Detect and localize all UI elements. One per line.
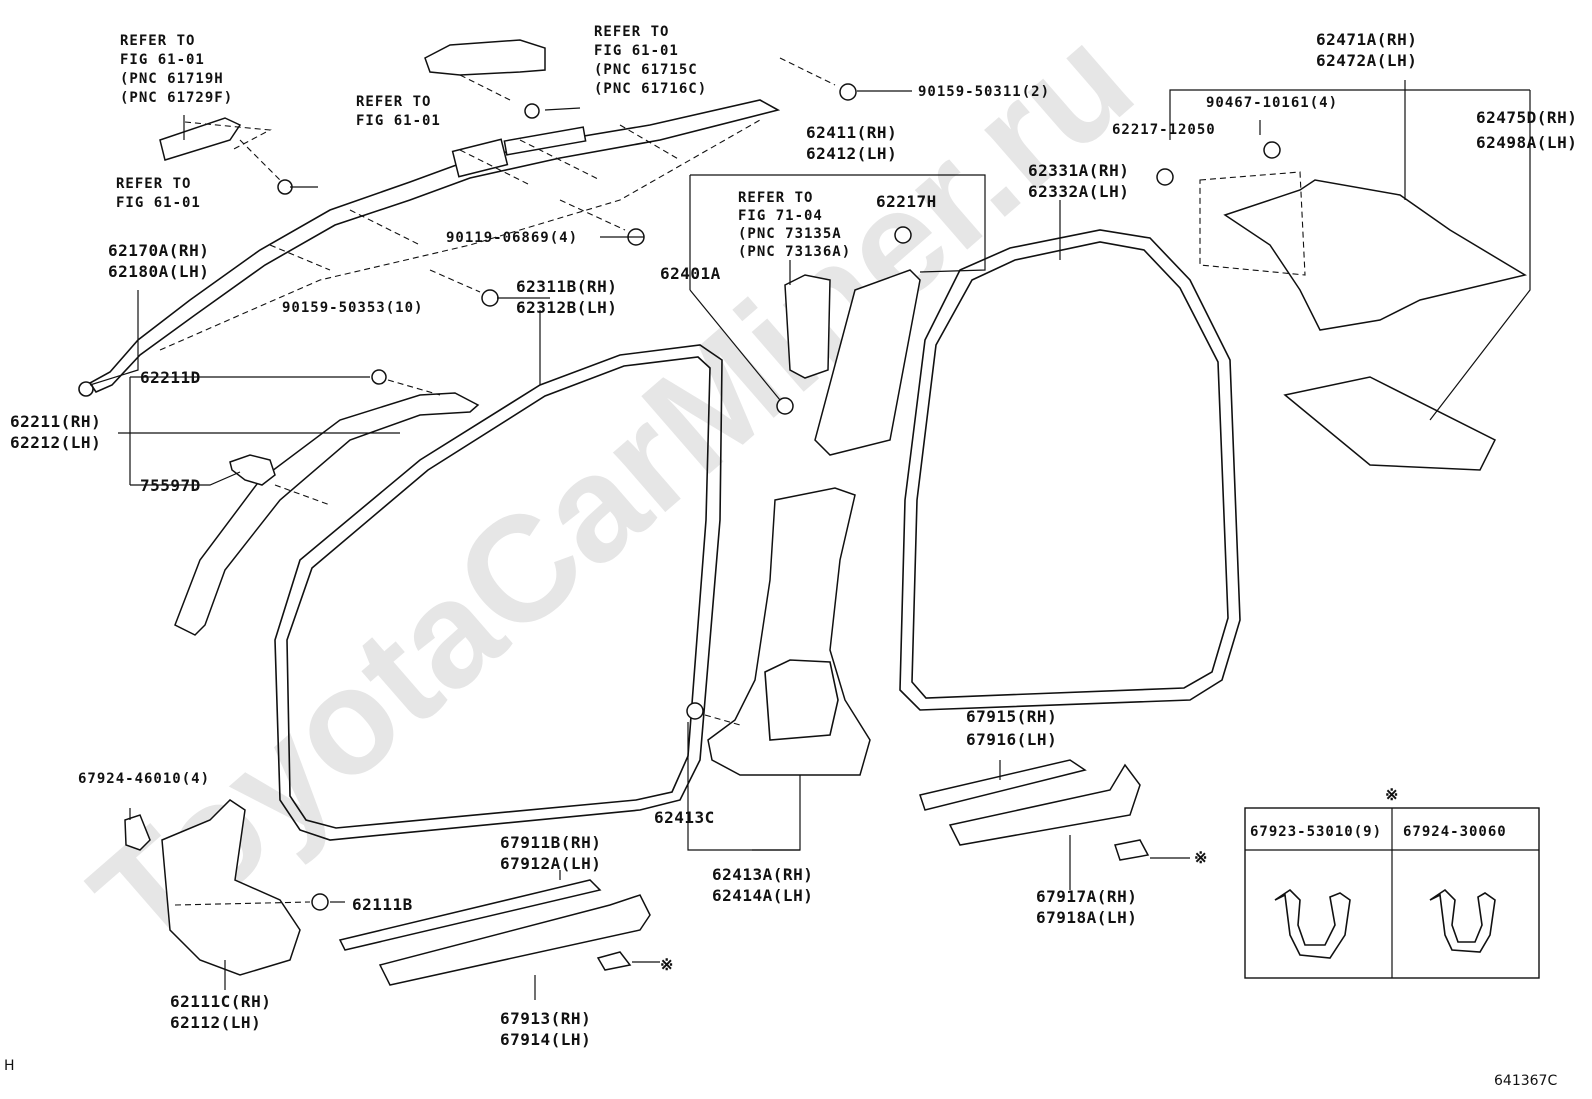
table-col1-header: 67923-53010(9) xyxy=(1250,824,1382,840)
ref-bracket-line3: (PNC 61715C xyxy=(594,62,698,78)
label-62311B: 62311B(RH) xyxy=(516,277,617,296)
label-62217H: 62217H xyxy=(876,192,937,211)
label-67924-46010: 67924-46010(4) xyxy=(78,771,210,787)
ref-trim-line3: (PNC 73135A xyxy=(738,226,842,242)
rear-door-weatherstrip xyxy=(899,229,1241,711)
label-62471A: 62471A(RH) xyxy=(1316,30,1417,49)
label-62180A: 62180A(LH) xyxy=(108,262,209,281)
label-90119-06869: 90119-06869(4) xyxy=(446,230,578,246)
labels: REFER TO FIG 61-01 (PNC 61719H (PNC 6172… xyxy=(10,24,1577,1049)
curtain-airbag xyxy=(78,99,781,397)
label-62414A: 62414A(LH) xyxy=(712,886,813,905)
ref-trim-line1: REFER TO xyxy=(738,190,813,206)
leader-lines xyxy=(89,80,1531,1000)
label-67916: 67916(LH) xyxy=(966,730,1057,749)
label-67912A: 67912A(LH) xyxy=(500,854,601,873)
label-90467-10161: 90467-10161(4) xyxy=(1206,95,1338,111)
corner-letter: H xyxy=(4,1058,15,1074)
label-62170A: 62170A(RH) xyxy=(108,241,209,260)
label-62111C: 62111C(RH) xyxy=(170,992,271,1011)
label-67918A: 67918A(LH) xyxy=(1036,908,1137,927)
front-scuff-plates xyxy=(338,879,651,986)
marker-table: ※ xyxy=(1385,785,1399,804)
ref-trim-line2: FIG 71-04 xyxy=(738,208,823,224)
label-62413C: 62413C xyxy=(654,808,715,827)
clip-67924-drawing xyxy=(1429,888,1496,953)
label-75597D: 75597D xyxy=(140,476,201,495)
b-pillar-upper xyxy=(776,226,921,456)
label-62401A: 62401A xyxy=(660,264,721,283)
label-62112: 62112(LH) xyxy=(170,1013,261,1032)
label-62475D: 62475D(RH) xyxy=(1476,108,1577,127)
label-62312B: 62312B(LH) xyxy=(516,298,617,317)
refer-bracket-top xyxy=(424,39,546,119)
ref-bolt-mid-line1: REFER TO xyxy=(356,94,431,110)
ref-bolt-left-line1: REFER TO xyxy=(116,176,191,192)
label-67917A: 67917A(RH) xyxy=(1036,887,1137,906)
ref-clip-line2: FIG 61-01 xyxy=(120,52,205,68)
label-62211D: 62211D xyxy=(140,368,201,387)
label-67914: 67914(LH) xyxy=(500,1030,591,1049)
ref-bracket-line2: FIG 61-01 xyxy=(594,43,679,59)
ref-bolt-left-line2: FIG 61-01 xyxy=(116,195,201,211)
label-62413A: 62413A(RH) xyxy=(712,865,813,884)
label-67913: 67913(RH) xyxy=(500,1009,591,1028)
ref-bracket-line1: REFER TO xyxy=(594,24,669,40)
ref-bolt-mid-line2: FIG 61-01 xyxy=(356,113,441,129)
marker-rear-clip: ※ xyxy=(1194,848,1208,867)
label-62498A: 62498A(LH) xyxy=(1476,133,1577,152)
rear-scuff-plates xyxy=(919,759,1150,861)
b-pillar-lower xyxy=(686,487,871,776)
cowl-side-trim xyxy=(124,799,329,976)
ref-bracket-line4: (PNC 61716C) xyxy=(594,81,707,97)
ref-trim-line4: (PNC 73136A) xyxy=(738,244,851,260)
label-90159-50311: 90159-50311(2) xyxy=(918,84,1050,100)
table-col2-header: 67924-30060 xyxy=(1403,824,1507,840)
label-62412: 62412(LH) xyxy=(806,144,897,163)
roof-side-trim xyxy=(1156,141,1527,471)
clip-table: 67923-53010(9) 67924-30060 xyxy=(1244,807,1540,979)
clip-67923-drawing xyxy=(1274,888,1351,959)
marker-front-clip: ※ xyxy=(660,955,674,974)
label-62472A: 62472A(LH) xyxy=(1316,51,1417,70)
label-62111B: 62111B xyxy=(352,895,413,914)
label-67915: 67915(RH) xyxy=(966,707,1057,726)
label-62411: 62411(RH) xyxy=(806,123,897,142)
refer-clip-bracket xyxy=(159,117,293,195)
ref-clip-line1: REFER TO xyxy=(120,33,195,49)
ref-clip-line3: (PNC 61719H xyxy=(120,71,224,87)
label-62211: 62211(RH) xyxy=(10,412,101,431)
label-62332A: 62332A(LH) xyxy=(1028,182,1129,201)
figure-code: 641367C xyxy=(1494,1073,1557,1089)
label-67911B: 67911B(RH) xyxy=(500,833,601,852)
label-62217-12050: 62217-12050 xyxy=(1112,122,1216,138)
ref-clip-line4: (PNC 61729F) xyxy=(120,90,233,106)
label-62331A: 62331A(RH) xyxy=(1028,161,1129,180)
a-pillar-trim xyxy=(174,369,480,636)
label-90159-50353: 90159-50353(10) xyxy=(282,300,423,316)
label-62212: 62212(LH) xyxy=(10,433,101,452)
